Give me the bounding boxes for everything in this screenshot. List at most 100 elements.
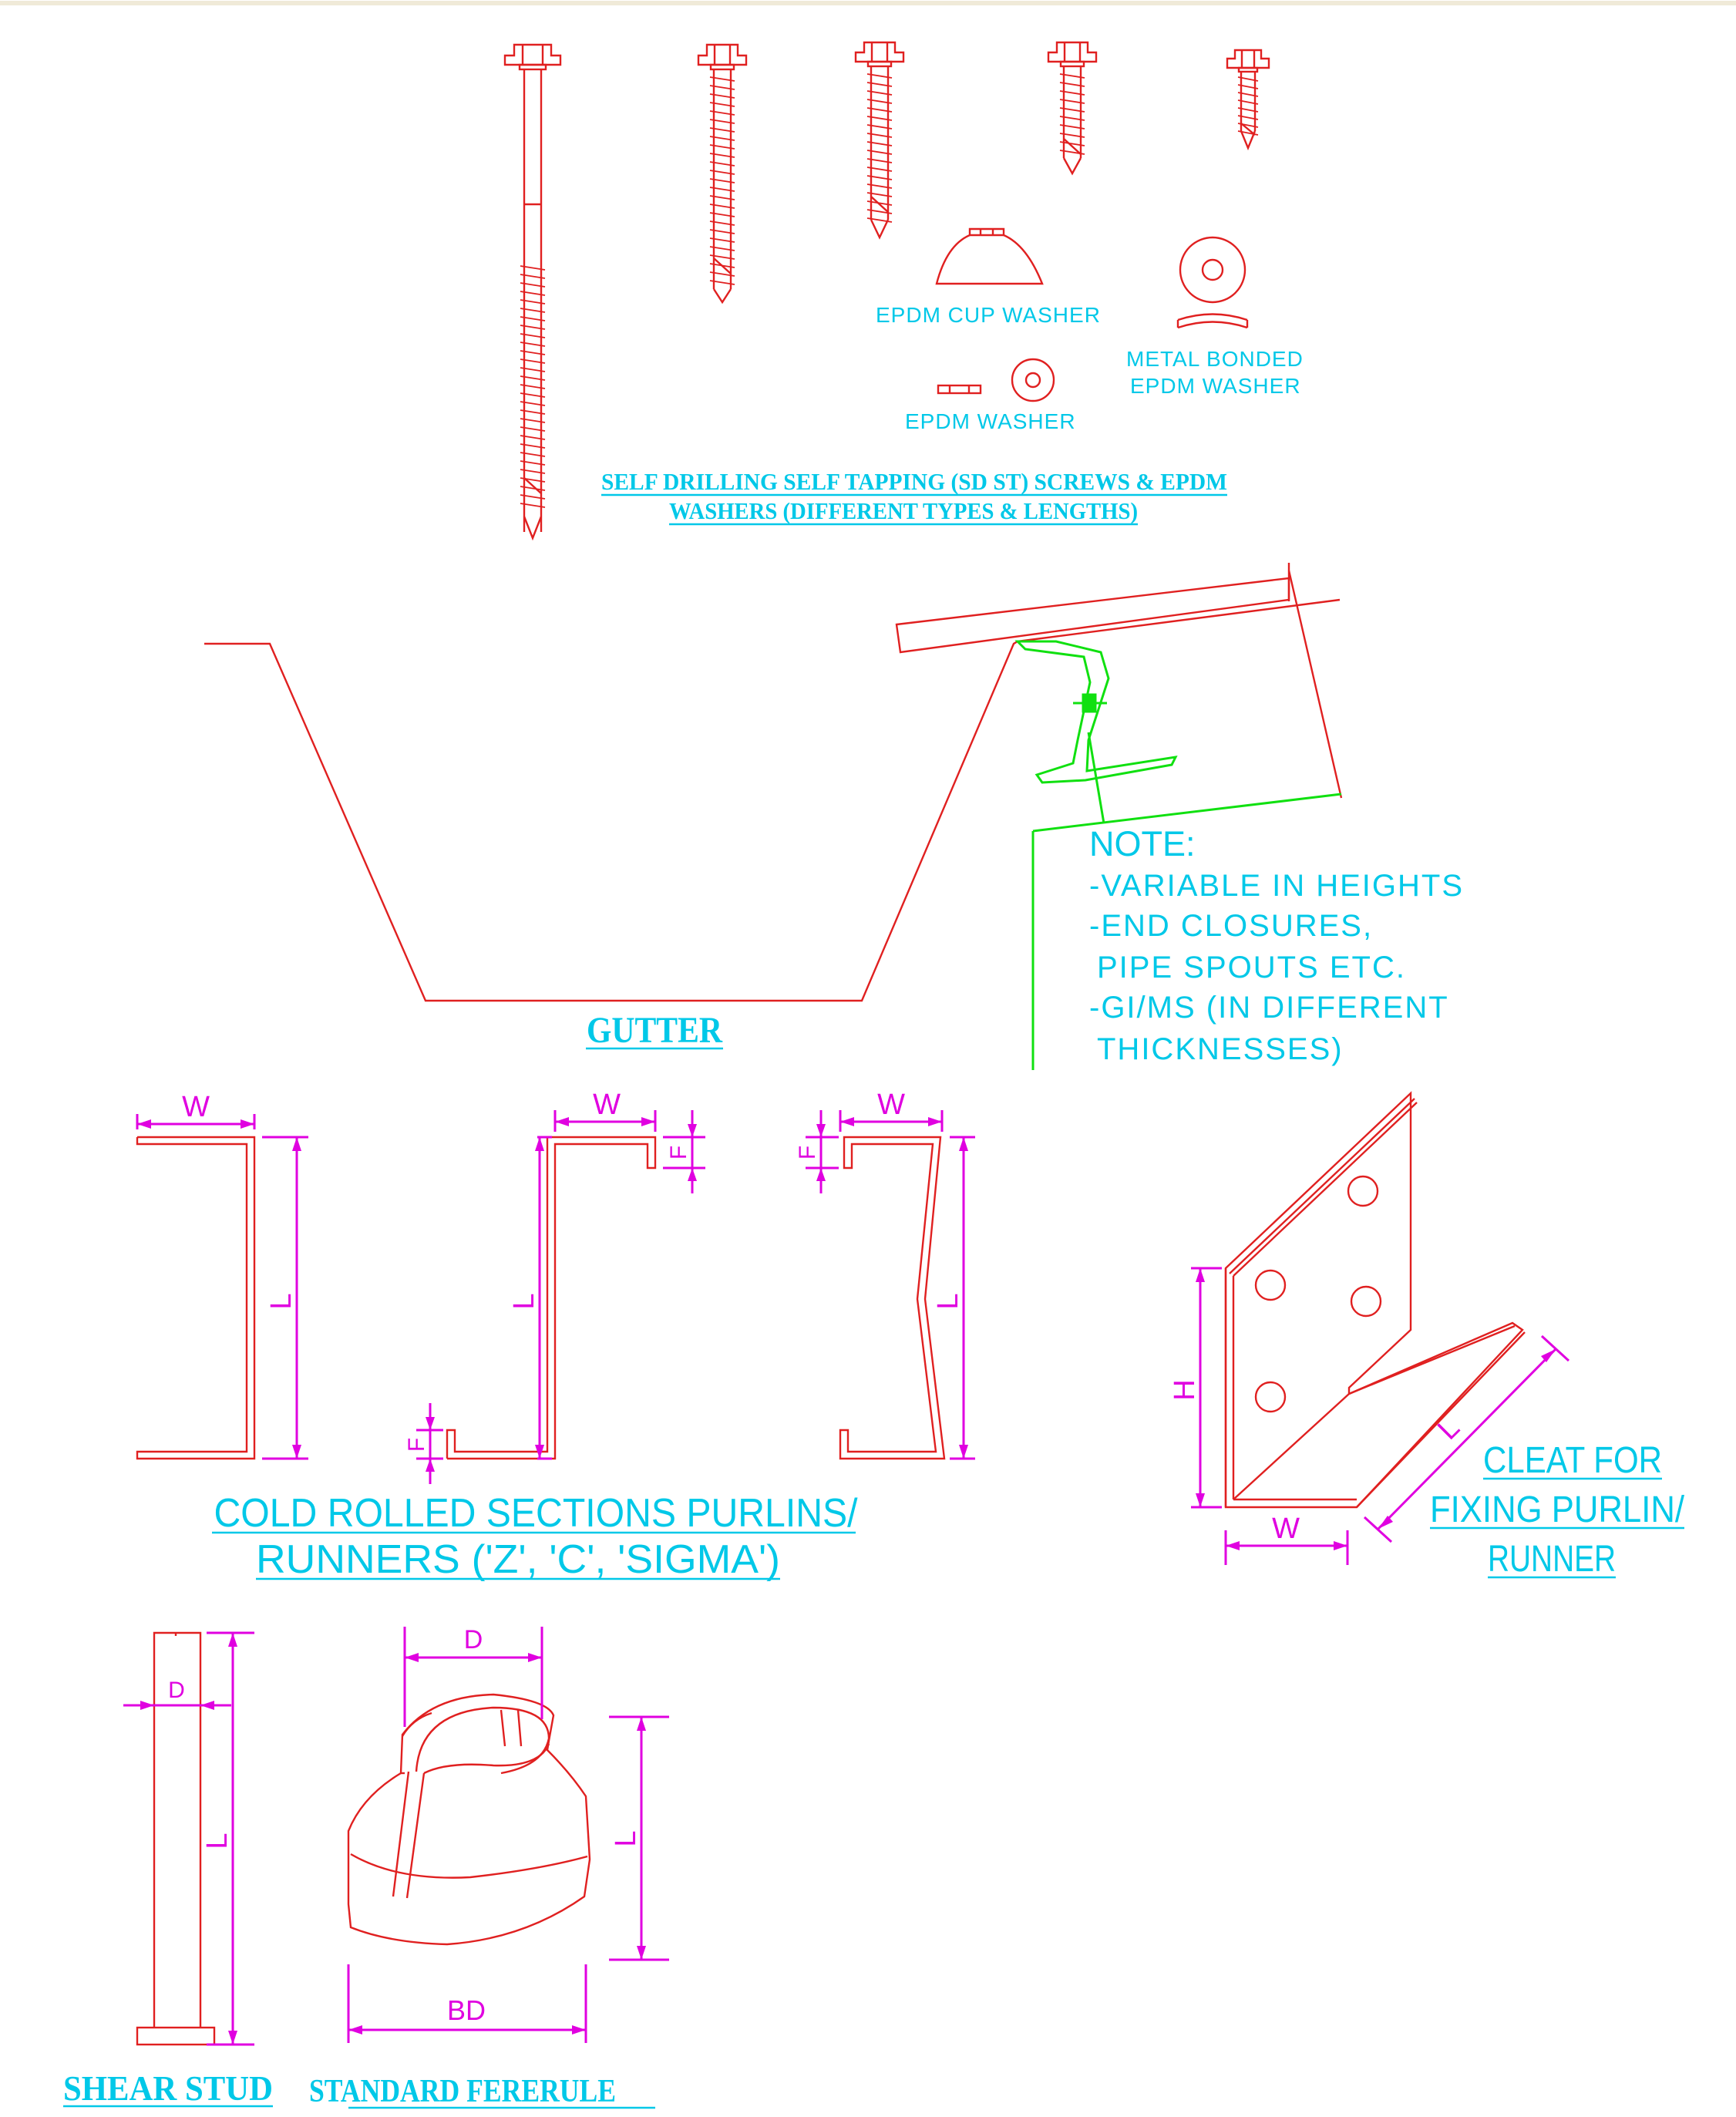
thread-line	[1059, 107, 1085, 113]
thread-line	[866, 200, 893, 206]
z-section-f-label-bottom: F	[404, 1438, 429, 1452]
ferrule-dim-l	[609, 1715, 669, 1961]
screw-5-thread	[1237, 76, 1259, 136]
thread-line	[709, 85, 735, 90]
thread-line	[709, 93, 735, 99]
thread-line	[866, 107, 893, 113]
thread-line	[1237, 130, 1259, 136]
z-section-profile	[446, 1136, 657, 1460]
note-line-4: -GI/MS (IN DIFFERENT	[1089, 991, 1449, 1025]
screw-5	[1226, 49, 1270, 151]
thread-line	[709, 76, 735, 82]
screw-3-thread	[866, 73, 893, 223]
thread-line	[709, 102, 735, 107]
thread-line	[520, 308, 546, 313]
sigma-section-dim-w	[839, 1110, 944, 1132]
cleat-dim-l	[1363, 1334, 1570, 1543]
thread-line	[520, 503, 546, 508]
ferrule-bd-label: BD	[447, 1994, 486, 2026]
thread-line	[709, 280, 735, 285]
thread-line	[520, 265, 546, 271]
z-section-dim-w	[553, 1110, 657, 1132]
ferrule-dim-d	[403, 1627, 543, 1727]
thread-line	[709, 237, 735, 243]
thread-line	[709, 212, 735, 217]
thread-line	[1237, 115, 1259, 120]
thread-line	[520, 375, 546, 381]
thread-line	[709, 153, 735, 158]
thread-line	[709, 263, 735, 268]
thread-line	[866, 217, 893, 223]
thread-line	[1237, 76, 1259, 82]
z-section-l-label: L	[508, 1293, 540, 1309]
thread-line	[709, 161, 735, 167]
thread-line	[520, 274, 546, 279]
thread-line	[866, 183, 893, 189]
ferrule-d-label: D	[464, 1625, 483, 1654]
thread-line	[520, 282, 546, 288]
thread-line	[866, 124, 893, 130]
metal-bonded-label-2: EPDM WASHER	[1130, 374, 1301, 398]
thread-line	[520, 494, 546, 500]
thread-line	[866, 73, 893, 79]
thread-line	[520, 401, 546, 406]
thread-line	[520, 291, 546, 296]
thread-line	[520, 418, 546, 423]
thread-line	[520, 367, 546, 372]
c-section-w-label: W	[182, 1091, 210, 1123]
thread-line	[520, 342, 546, 347]
note-line-3: PIPE SPOUTS ETC.	[1097, 951, 1406, 984]
epdm-washer-label: EPDM WASHER	[905, 409, 1076, 433]
screw-4-thread	[1059, 73, 1085, 155]
thread-line	[1059, 90, 1085, 96]
thread-line	[709, 127, 735, 133]
cleat-h-label: H	[1169, 1379, 1201, 1400]
sigma-section-l-label: L	[932, 1293, 964, 1309]
thread-line	[709, 178, 735, 183]
thread-line	[709, 229, 735, 234]
sections-caption-line2: RUNNERS ('Z', 'C', 'SIGMA')	[256, 1537, 780, 1582]
thread-line	[866, 141, 893, 146]
thread-line	[1059, 141, 1085, 146]
thread-line	[520, 350, 546, 355]
thread-line	[520, 358, 546, 364]
note-line-1: -VARIABLE IN HEIGHTS	[1089, 869, 1464, 903]
thread-line	[709, 136, 735, 141]
c-section-profile	[136, 1136, 256, 1460]
cleat-w-label: W	[1272, 1513, 1300, 1545]
cleat-dim-h	[1191, 1267, 1222, 1509]
thread-line	[1237, 99, 1259, 105]
thread-line	[866, 82, 893, 87]
thread-line	[709, 144, 735, 150]
thread-line	[709, 254, 735, 260]
shear-stud-dim-d	[123, 1701, 231, 1710]
thread-line	[1237, 123, 1259, 128]
ferrule-dim-bd	[347, 1964, 587, 2043]
sigma-section-w-label: W	[877, 1089, 905, 1121]
thread-line	[1059, 133, 1085, 138]
c-section-dim-w	[136, 1114, 256, 1129]
metal-bonded-washer-icon	[1176, 236, 1249, 329]
thread-line	[520, 409, 546, 415]
note-line-2: -END CLOSURES,	[1089, 909, 1373, 943]
screw-2-thread	[709, 76, 735, 285]
thread-line	[1059, 99, 1085, 104]
thread-line	[1237, 92, 1259, 97]
cleat-drawing	[1224, 1091, 1526, 1509]
sections-caption-line1: COLD ROLLED SECTIONS PURLINS/	[214, 1491, 859, 1536]
thread-line	[709, 119, 735, 124]
c-section-dim-l	[262, 1136, 308, 1460]
thread-line	[520, 316, 546, 321]
ferrule-drawing	[347, 1693, 591, 1946]
thread-line	[520, 469, 546, 474]
thread-line	[520, 477, 546, 483]
thread-line	[866, 150, 893, 155]
shear-stud-caption: SHEAR STUD	[63, 2068, 273, 2108]
c-section-l-label: L	[265, 1293, 298, 1309]
epdm-cup-washer-icon	[935, 227, 1044, 285]
screw-long-thread	[520, 265, 546, 508]
thread-line	[1237, 84, 1259, 89]
cleat-caption-line1: CLEAT FOR	[1483, 1440, 1662, 1481]
thread-line	[1059, 73, 1085, 79]
